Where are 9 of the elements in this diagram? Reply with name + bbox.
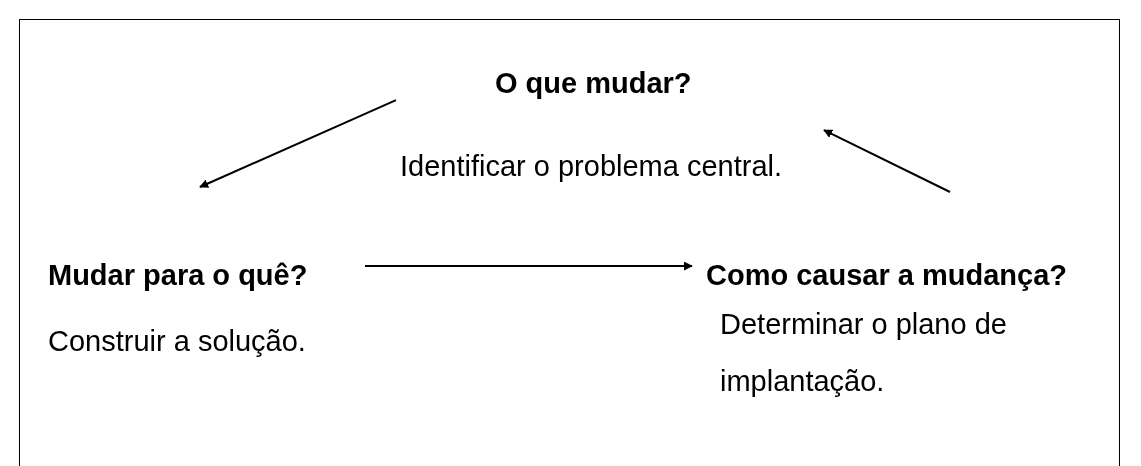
- description: Determinar o plano de implantação.: [720, 307, 1008, 399]
- description: Identificar o problema central.: [400, 149, 783, 183]
- arrow: [823, 129, 951, 193]
- description: Construir a solução.: [48, 324, 306, 358]
- heading: Mudar para o quê?: [48, 258, 308, 292]
- heading: O que mudar?: [495, 66, 692, 100]
- arrow: [199, 99, 397, 188]
- arrow: [364, 261, 693, 271]
- heading: Como causar a mudança?: [706, 258, 1067, 292]
